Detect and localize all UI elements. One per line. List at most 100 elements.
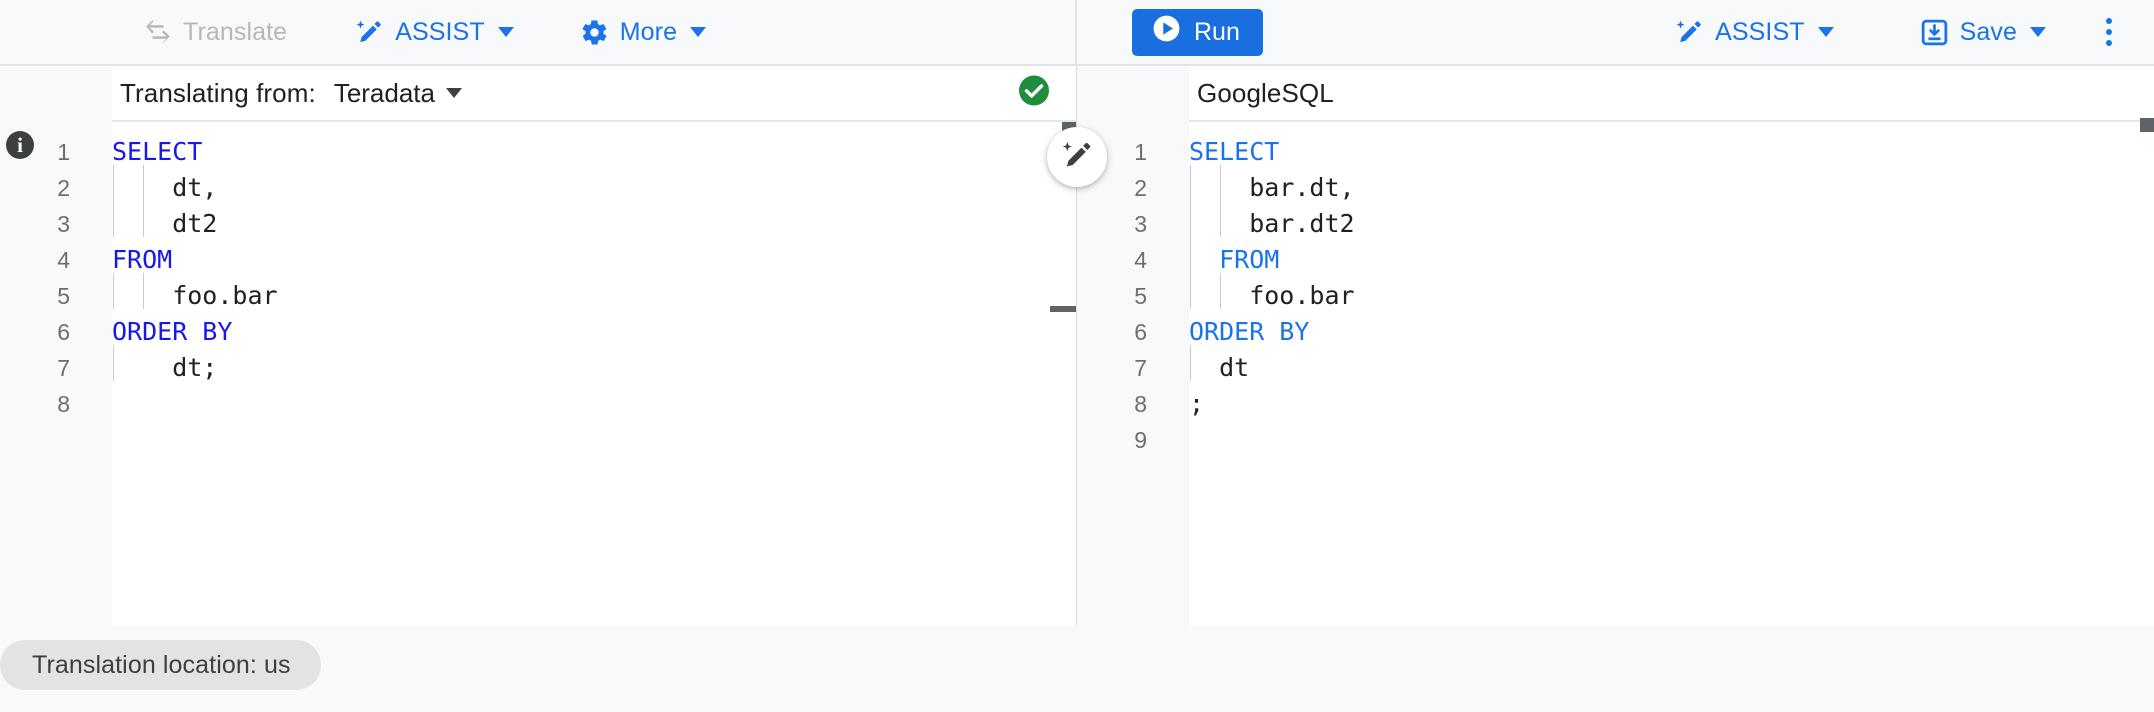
kebab-more-vert-icon[interactable] <box>2086 9 2132 55</box>
source-vertical-scrollbar[interactable] <box>1062 122 1076 626</box>
error-squiggle <box>112 163 188 169</box>
source-header-gutter <box>0 66 112 122</box>
chevron-down-icon <box>1817 27 1834 37</box>
code-line[interactable]: 4 FROM <box>0 242 1076 278</box>
code-line[interactable]: 6 ORDER BY <box>1077 314 2154 350</box>
line-number: 3 <box>1134 210 1147 237</box>
code-line[interactable]: 7 dt <box>1077 345 2154 386</box>
code-text: dt2 <box>112 201 1076 242</box>
more-button-label: More <box>619 17 678 46</box>
code-text: ; <box>1189 389 1205 418</box>
magic-pencil-icon <box>1061 139 1094 175</box>
status-badge <box>1016 73 1052 114</box>
source-horizontal-scroll-mark[interactable] <box>1050 306 1076 312</box>
save-button[interactable]: Save <box>1906 10 2060 54</box>
target-scroll-thumb[interactable] <box>2140 118 2154 132</box>
line-number: 2 <box>57 174 70 201</box>
line-number: 4 <box>57 246 70 273</box>
indent-guide <box>1190 165 1191 201</box>
chevron-down-icon <box>497 27 514 37</box>
target-dialect-label: GoogleSQL <box>1197 77 1334 108</box>
run-button[interactable]: Run <box>1132 8 1263 56</box>
code-text: ORDER BY <box>112 314 1076 350</box>
code-text: FROM <box>112 242 1076 278</box>
code-text: SELECT <box>1189 134 2154 170</box>
assist-button-right-label: ASSIST <box>1715 17 1805 46</box>
indent-guide <box>113 273 114 309</box>
assist-button-right[interactable]: ASSIST <box>1661 10 1848 54</box>
code-line[interactable]: 5 foo.bar <box>0 273 1076 314</box>
source-pane-header: Translating from: Teradata <box>0 66 1076 122</box>
line-number: 6 <box>1134 318 1147 345</box>
source-dialect-value: Teradata <box>333 77 435 108</box>
code-line[interactable]: 8 <box>0 386 1076 422</box>
source-gutter <box>0 122 112 626</box>
indent-guide <box>143 165 145 201</box>
magic-pencil-icon <box>1675 18 1704 47</box>
assist-fab-button[interactable] <box>1047 127 1107 187</box>
line-number: 4 <box>1134 246 1147 273</box>
chevron-down-icon <box>2030 27 2046 37</box>
target-header-gutter <box>1077 66 1189 122</box>
line-number: 7 <box>57 354 70 381</box>
sql-keyword: ORDER BY <box>1189 317 1310 346</box>
sql-keyword: FROM <box>112 245 173 274</box>
magic-pencil-icon <box>355 18 384 47</box>
code-line[interactable]: 9 <box>1077 422 2154 458</box>
chevron-down-icon <box>446 88 462 98</box>
play-circle-icon <box>1151 13 1182 51</box>
target-pane-header: GoogleSQL <box>1077 66 2154 122</box>
kebab-dot <box>2106 29 2112 35</box>
save-download-icon <box>1920 18 1949 47</box>
indent-guide <box>113 201 114 237</box>
line-number: 8 <box>1134 390 1147 417</box>
sql-keyword: ORDER BY <box>112 317 233 346</box>
indent-guide <box>143 201 145 237</box>
code-text: SELECT <box>112 134 1076 170</box>
code-line[interactable]: 2 dt, <box>0 165 1076 206</box>
line-number: 8 <box>57 390 70 417</box>
indent-guide <box>1190 273 1191 309</box>
target-vertical-scrollbar[interactable] <box>2140 118 2154 626</box>
sql-keyword: SELECT <box>112 137 203 166</box>
code-line[interactable]: 7 dt; <box>0 345 1076 386</box>
code-text: foo.bar <box>1189 273 2154 314</box>
code-line[interactable]: 3 bar.dt2 <box>1077 201 2154 242</box>
more-button[interactable]: More <box>566 10 720 54</box>
translation-location-chip: Translation location: us <box>0 640 321 690</box>
code-line[interactable]: 4 FROM <box>1077 237 2154 278</box>
status-bar: Translation location: us <box>0 626 2154 712</box>
code-line[interactable]: 2 bar.dt, <box>1077 165 2154 206</box>
code-text: bar.dt2 <box>1189 201 2154 242</box>
translate-button[interactable]: Translate <box>130 10 301 54</box>
translating-from-label: Translating from: <box>120 77 316 108</box>
code-line[interactable]: 3 dt2 <box>0 201 1076 242</box>
source-dialect-select[interactable]: Teradata <box>334 78 462 109</box>
indent-guide <box>113 165 114 201</box>
line-number: 1 <box>1134 138 1147 165</box>
run-button-label: Run <box>1194 17 1240 46</box>
line-number: 1 <box>57 138 70 165</box>
indent-guide <box>1220 273 1222 309</box>
indent-guide <box>1190 201 1191 237</box>
kebab-dot <box>2106 18 2112 24</box>
sql-keyword: SELECT <box>1189 137 1280 166</box>
indent-guide <box>1220 165 1222 201</box>
kebab-dot <box>2106 40 2112 46</box>
indent-guide <box>113 345 114 381</box>
code-line[interactable]: 1 SELECT <box>0 134 1076 170</box>
assist-button-left[interactable]: ASSIST <box>341 10 528 54</box>
code-line[interactable]: 1 SELECT <box>1077 134 2154 170</box>
info-icon[interactable]: i <box>6 131 34 159</box>
code-line[interactable]: 5 foo.bar <box>1077 273 2154 314</box>
assist-button-left-label: ASSIST <box>395 17 485 46</box>
line-number: 5 <box>57 282 70 309</box>
code-line[interactable]: 8; <box>1077 386 2154 422</box>
indent-guide <box>1190 237 1191 273</box>
